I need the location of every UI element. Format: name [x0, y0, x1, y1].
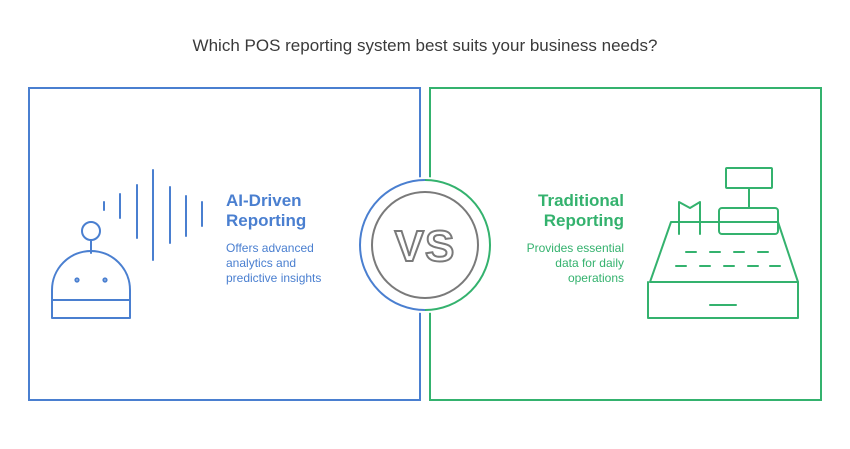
traditional-heading-line2: Reporting: [543, 211, 624, 230]
diagram-title: Which POS reporting system best suits yo…: [192, 36, 658, 55]
vs-badge: VS: [357, 177, 493, 313]
traditional-desc-line2: data for daily: [555, 256, 624, 270]
ai-driven-heading-line1: AI-Driven: [226, 191, 302, 210]
ai-driven-heading: AI-Driven Reporting: [226, 191, 356, 231]
traditional-heading: Traditional Reporting: [494, 191, 624, 231]
traditional-heading-line1: Traditional: [538, 191, 624, 210]
vs-label: VS: [395, 222, 456, 271]
ai-driven-desc-line2: analytics and: [226, 256, 297, 270]
traditional-desc-line1: Provides essential: [526, 241, 624, 255]
ai-driven-desc-line3: predictive insights: [226, 271, 322, 285]
traditional-desc-line3: operations: [567, 271, 624, 285]
cash-register-icon: [647, 167, 799, 319]
robot-with-sound-wave-icon: [51, 169, 203, 319]
ai-driven-description: Offers advanced analytics and predictive…: [226, 241, 356, 286]
ai-driven-heading-line2: Reporting: [226, 211, 307, 230]
ai-driven-desc-line1: Offers advanced: [226, 241, 314, 255]
traditional-description: Provides essential data for daily operat…: [494, 241, 624, 286]
